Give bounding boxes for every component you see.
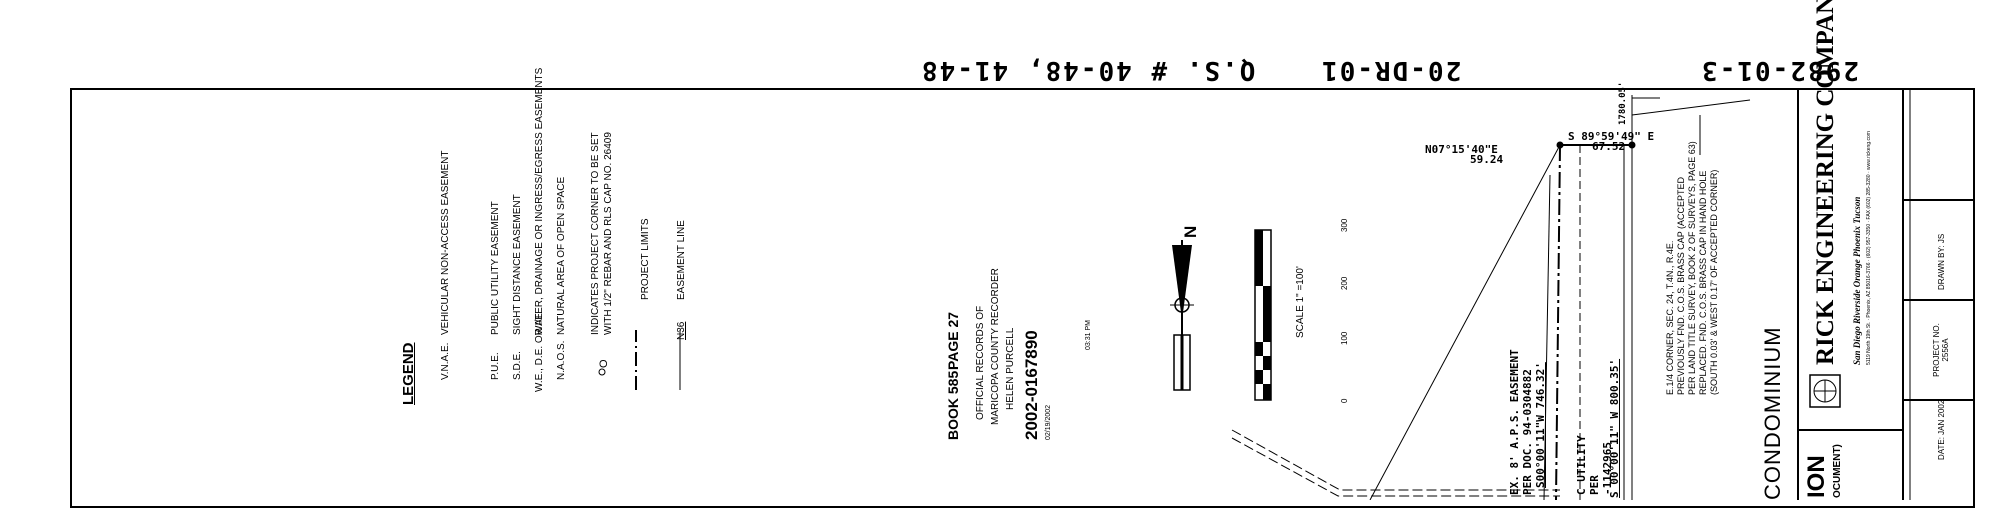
company-logo-icon bbox=[1809, 374, 1841, 408]
bearing-left: N07°15'40"E bbox=[1425, 143, 1498, 156]
corner-note-5: (SOUTH 0.03' & WEST 0.17' OF ACCEPTED CO… bbox=[1709, 169, 1719, 395]
easement-label-1: EX. 8' A.P.S. EASEMENT bbox=[1508, 349, 1521, 495]
distance-right: 1780.05' bbox=[1618, 81, 1628, 125]
bearing-top: S 89°59'49" E bbox=[1568, 130, 1655, 143]
utility-label-2: PER bbox=[1588, 475, 1601, 495]
subtitle-fragment: OCUMENT) bbox=[1832, 444, 1843, 498]
distance-top: 67.52 bbox=[1592, 140, 1626, 153]
corner-note-3: PER LAND TITLE SURVEY, BOOK 2 OF SURVEYS… bbox=[1687, 141, 1697, 395]
company-name: RICK ENGINEERING COMPANY bbox=[1812, 0, 1839, 365]
company-address: 5119 North 19th St. · Phoenix, AZ 85016-… bbox=[1866, 131, 1872, 365]
corner-note-1: E.1/4 CORNER, SEC. 24, T.4N., R.4E. bbox=[1665, 240, 1675, 395]
scale-bar bbox=[1254, 229, 1272, 401]
easement-label-2: PER DOC. 94-0304882 bbox=[1521, 369, 1534, 495]
corner-note-2: PREVIOUSLY FND. C.O.S. BRASS CAP (ACCEPT… bbox=[1676, 176, 1686, 395]
parcel-boundary bbox=[1231, 95, 1751, 500]
project-number: PROJECT NO. 2556A bbox=[1932, 323, 1950, 377]
distance-left: 59.24 bbox=[1470, 153, 1504, 166]
line-bearing-a: S00°00'11"W 746.32' bbox=[1534, 362, 1547, 488]
date-field: DATE: JAN 2002 bbox=[1937, 399, 1946, 460]
corner-note-4: REPLACED. FND. C.O.S. BRASS CAP IN HAND … bbox=[1698, 170, 1708, 395]
company-offices: San Diego Riverside Orange Phoenix Tucso… bbox=[1852, 196, 1862, 365]
title-block-frame bbox=[1797, 88, 1975, 500]
north-arrow-icon bbox=[1170, 240, 1194, 391]
title-fragment: ION bbox=[1803, 455, 1830, 498]
corner-symbol-icon bbox=[598, 368, 606, 376]
utility-label-3: -1142965 bbox=[1601, 442, 1614, 495]
utility-label-1: C UTILITY bbox=[1575, 435, 1588, 495]
drawn-by: DRAWN BY: JS bbox=[1937, 233, 1946, 290]
project-name-fragment: CONDOMINIUM bbox=[1760, 326, 1785, 500]
